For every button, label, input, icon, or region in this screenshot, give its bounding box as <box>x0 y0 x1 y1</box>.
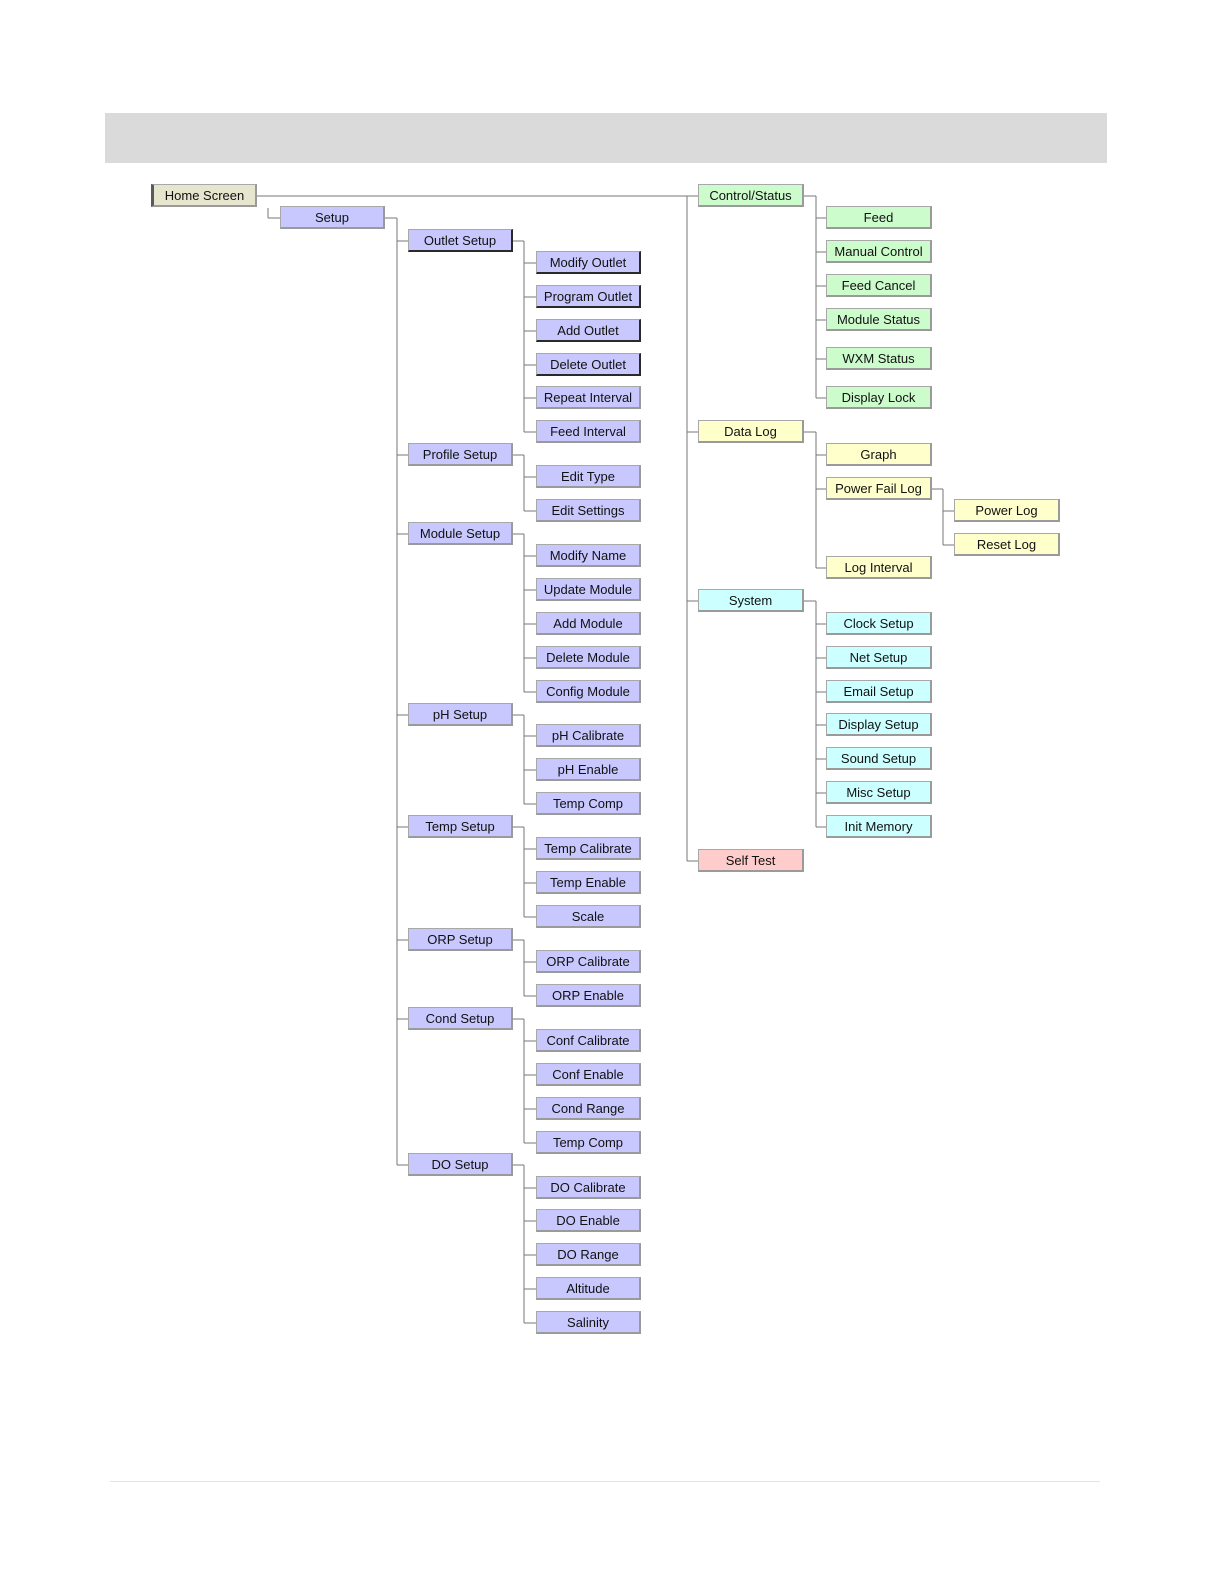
display-lock-node[interactable]: Display Lock <box>826 386 932 409</box>
conf-calibrate-node[interactable]: Conf Calibrate <box>536 1029 641 1052</box>
config-module-node[interactable]: Config Module <box>536 680 641 703</box>
clock-setup-node[interactable]: Clock Setup <box>826 612 932 635</box>
update-module-node[interactable]: Update Module <box>536 578 641 601</box>
email-setup-node[interactable]: Email Setup <box>826 680 932 703</box>
control-status-node[interactable]: Control/Status <box>698 184 804 207</box>
modify-name-node[interactable]: Modify Name <box>536 544 641 567</box>
net-setup-node[interactable]: Net Setup <box>826 646 932 669</box>
header-band <box>105 113 1107 163</box>
display-setup-node[interactable]: Display Setup <box>826 713 932 736</box>
cond-setup-node[interactable]: Cond Setup <box>408 1007 513 1030</box>
do-range-node[interactable]: DO Range <box>536 1243 641 1266</box>
scale-node[interactable]: Scale <box>536 905 641 928</box>
ph-calibrate-node[interactable]: pH Calibrate <box>536 724 641 747</box>
temp-enable-node[interactable]: Temp Enable <box>536 871 641 894</box>
modify-outlet-node[interactable]: Modify Outlet <box>536 251 641 274</box>
module-setup-node[interactable]: Module Setup <box>408 522 513 545</box>
feed-interval-node[interactable]: Feed Interval <box>536 420 641 443</box>
delete-outlet-node[interactable]: Delete Outlet <box>536 353 641 376</box>
conf-enable-node[interactable]: Conf Enable <box>536 1063 641 1086</box>
outlet-setup-node[interactable]: Outlet Setup <box>408 229 513 252</box>
edit-settings-node[interactable]: Edit Settings <box>536 499 641 522</box>
setup-node[interactable]: Setup <box>280 206 385 229</box>
program-outlet-node[interactable]: Program Outlet <box>536 285 641 308</box>
profile-setup-node[interactable]: Profile Setup <box>408 443 513 466</box>
do-setup-node[interactable]: DO Setup <box>408 1153 513 1176</box>
ph-setup-node[interactable]: pH Setup <box>408 703 513 726</box>
footer-rule <box>110 1481 1100 1482</box>
power-log-node[interactable]: Power Log <box>954 499 1060 522</box>
self-test-node[interactable]: Self Test <box>698 849 804 872</box>
log-interval-node[interactable]: Log Interval <box>826 556 932 579</box>
graph-node[interactable]: Graph <box>826 443 932 466</box>
system-node[interactable]: System <box>698 589 804 612</box>
cond-range-node[interactable]: Cond Range <box>536 1097 641 1120</box>
misc-setup-node[interactable]: Misc Setup <box>826 781 932 804</box>
cond-temp-comp-node[interactable]: Temp Comp <box>536 1131 641 1154</box>
wxm-status-node[interactable]: WXM Status <box>826 347 932 370</box>
feed-node[interactable]: Feed <box>826 206 932 229</box>
init-memory-node[interactable]: Init Memory <box>826 815 932 838</box>
add-outlet-node[interactable]: Add Outlet <box>536 319 641 342</box>
ph-temp-comp-node[interactable]: Temp Comp <box>536 792 641 815</box>
orp-setup-node[interactable]: ORP Setup <box>408 928 513 951</box>
temp-setup-node[interactable]: Temp Setup <box>408 815 513 838</box>
orp-calibrate-node[interactable]: ORP Calibrate <box>536 950 641 973</box>
edit-type-node[interactable]: Edit Type <box>536 465 641 488</box>
do-enable-node[interactable]: DO Enable <box>536 1209 641 1232</box>
sound-setup-node[interactable]: Sound Setup <box>826 747 932 770</box>
home-screen-node[interactable]: Home Screen <box>151 184 257 207</box>
delete-module-node[interactable]: Delete Module <box>536 646 641 669</box>
add-module-node[interactable]: Add Module <box>536 612 641 635</box>
do-calibrate-node[interactable]: DO Calibrate <box>536 1176 641 1199</box>
temp-calibrate-node[interactable]: Temp Calibrate <box>536 837 641 860</box>
data-log-node[interactable]: Data Log <box>698 420 804 443</box>
power-fail-log-node[interactable]: Power Fail Log <box>826 477 932 500</box>
feed-cancel-node[interactable]: Feed Cancel <box>826 274 932 297</box>
repeat-interval-node[interactable]: Repeat Interval <box>536 386 641 409</box>
manual-control-node[interactable]: Manual Control <box>826 240 932 263</box>
orp-enable-node[interactable]: ORP Enable <box>536 984 641 1007</box>
salinity-node[interactable]: Salinity <box>536 1311 641 1334</box>
altitude-node[interactable]: Altitude <box>536 1277 641 1300</box>
module-status-node[interactable]: Module Status <box>826 308 932 331</box>
reset-log-node[interactable]: Reset Log <box>954 533 1060 556</box>
ph-enable-node[interactable]: pH Enable <box>536 758 641 781</box>
